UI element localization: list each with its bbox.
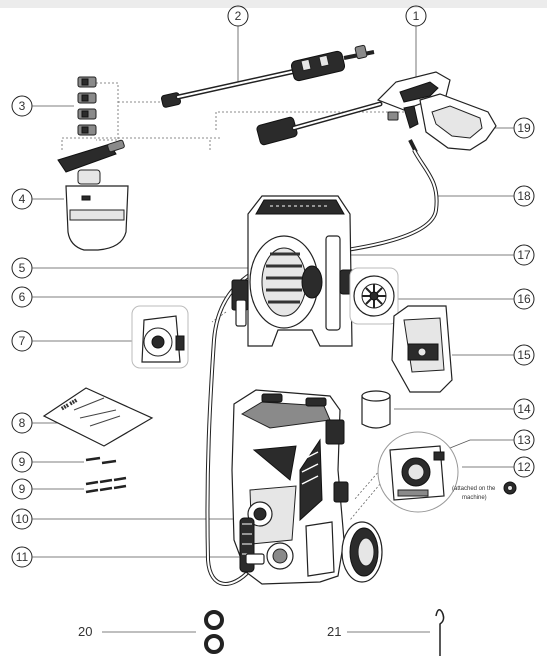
callout-15: 15: [513, 344, 535, 366]
svg-text:11: 11: [16, 550, 29, 564]
svg-text:5: 5: [19, 261, 26, 275]
svg-text:13: 13: [517, 433, 531, 447]
callout-18: 18: [513, 185, 535, 207]
nozzle-tips: [77, 76, 97, 136]
reel-inset-7: [131, 305, 189, 369]
callout-3: 3: [11, 95, 33, 117]
attached-note-line1: (attached on the: [452, 486, 496, 492]
extension-lance: [160, 44, 375, 108]
svg-text:19: 19: [517, 121, 531, 135]
screws-9a: [85, 456, 117, 465]
svg-text:3: 3: [19, 99, 26, 113]
top-strip: [0, 0, 547, 8]
svg-text:9: 9: [19, 455, 26, 469]
svg-text:14: 14: [517, 402, 531, 416]
attached-note-line2: machine): [462, 495, 487, 501]
label-20: 20: [78, 624, 92, 639]
callout-12: 12: [513, 456, 535, 478]
o-rings-20: [204, 610, 224, 654]
svg-text:7: 7: [19, 334, 26, 348]
svg-text:12: 12: [517, 460, 531, 474]
callout-6: 6: [11, 286, 33, 308]
callout-2: 2: [227, 5, 249, 27]
hose-reel: [231, 195, 357, 347]
callout-8: 8: [11, 412, 33, 434]
svg-text:2: 2: [235, 9, 242, 23]
callout-14: 14: [513, 398, 535, 420]
callout-13: 13: [513, 429, 535, 451]
bracket-15: [391, 305, 453, 393]
svg-text:17: 17: [517, 248, 531, 262]
callout-1: 1: [405, 5, 427, 27]
spray-gun: [256, 71, 497, 153]
callout-11: 11: [11, 546, 33, 568]
manual-8: ▮▮▮ ▮▮▮: [42, 387, 154, 447]
filter-cylinder-14: [361, 390, 391, 429]
svg-text:8: 8: [19, 416, 26, 430]
pressure-washer-body: [231, 389, 383, 585]
callout-7: 7: [11, 330, 33, 352]
reel-inset-16: [349, 267, 399, 325]
callout-10: 10: [11, 508, 33, 530]
callout-19: 19: [513, 117, 535, 139]
svg-text:16: 16: [517, 292, 531, 306]
callout-4: 4: [11, 188, 33, 210]
callout-9a: 9: [11, 451, 33, 473]
cleaning-needle-21: [435, 609, 445, 656]
callout-5: 5: [11, 257, 33, 279]
plug-12: [503, 481, 517, 495]
callout-16: 16: [513, 288, 535, 310]
svg-text:10: 10: [15, 512, 29, 526]
svg-text:15: 15: [517, 348, 531, 362]
svg-text:18: 18: [517, 189, 531, 203]
svg-text:1: 1: [413, 9, 420, 23]
screws-9b: [85, 476, 127, 494]
svg-text:9: 9: [19, 482, 26, 496]
foam-cannon: [57, 139, 129, 251]
detail-inset-12-13: [377, 431, 459, 513]
svg-text:6: 6: [19, 290, 26, 304]
label-21: 21: [327, 624, 341, 639]
callout-17: 17: [513, 244, 535, 266]
svg-text:4: 4: [19, 192, 26, 206]
callout-9b: 9: [11, 478, 33, 500]
